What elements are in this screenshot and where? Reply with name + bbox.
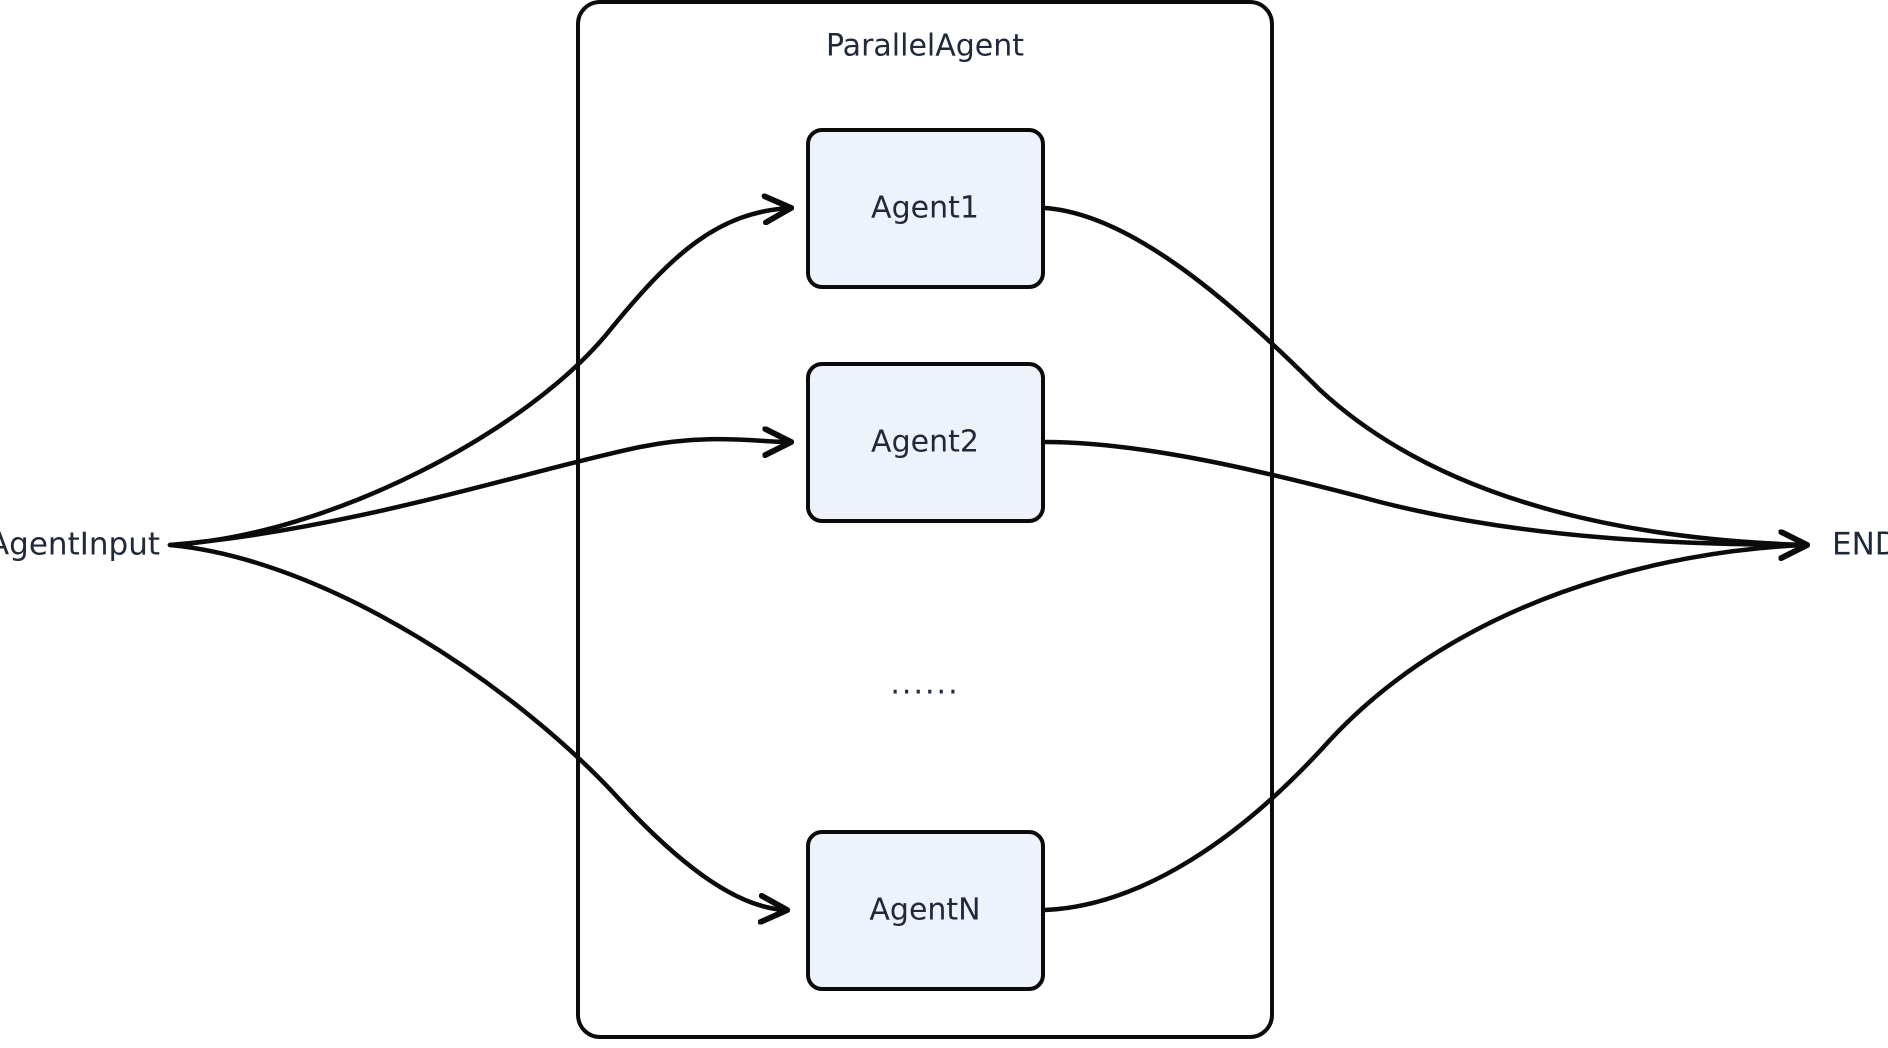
agentN-label: AgentN — [869, 893, 980, 928]
agent2-label: Agent2 — [871, 425, 979, 460]
edge-input-to-agent1 — [167, 208, 790, 548]
edge-input-to-agent2 — [167, 439, 790, 548]
parallel-agent-container: ParallelAgent — [576, 0, 1274, 1039]
edge-agent1-to-end — [1042, 205, 1808, 548]
container-border — [576, 0, 1274, 1039]
edges-input-fanout — [167, 208, 790, 910]
ellipsis-label: ...... — [890, 667, 959, 702]
agent1-box[interactable] — [806, 128, 1045, 289]
node-agent2[interactable]: Agent2 — [806, 362, 1045, 523]
agent1-label: Agent1 — [871, 191, 979, 226]
edge-input-to-agentN — [167, 542, 786, 910]
agent-input-label: AgentInput — [0, 527, 160, 563]
node-agent1[interactable]: Agent1 — [806, 128, 1045, 289]
container-title: ParallelAgent — [826, 29, 1024, 64]
end-label: END — [1832, 527, 1888, 563]
agentN-box[interactable] — [806, 830, 1045, 991]
edges-output-fanin — [1042, 205, 1808, 913]
agent2-box[interactable] — [806, 362, 1045, 523]
edge-agent2-to-end — [1042, 439, 1808, 548]
edge-agentN-to-end — [1042, 542, 1808, 913]
node-agentN[interactable]: AgentN — [806, 830, 1045, 991]
